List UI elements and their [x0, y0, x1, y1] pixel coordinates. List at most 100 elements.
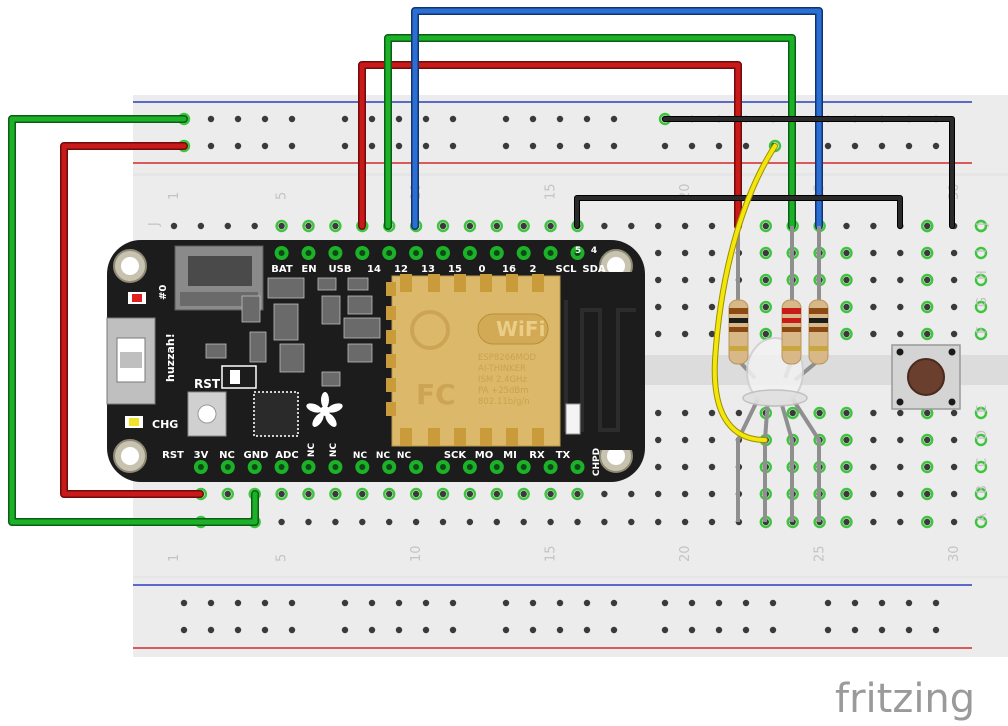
hole: [924, 436, 931, 444]
rail-hole: [583, 115, 591, 123]
hole: [816, 409, 823, 417]
top-pin-label: 16: [502, 264, 516, 275]
hole: [843, 276, 850, 284]
rail-hole: [368, 142, 376, 150]
hole: [924, 518, 931, 526]
hole: [386, 490, 393, 498]
top-pin-label: 2: [530, 264, 537, 275]
bottom-pin-label: GND: [244, 450, 269, 461]
hole: [520, 490, 527, 498]
rail-hole: [207, 626, 215, 634]
rail-hole: [449, 142, 457, 150]
rail-hole: [556, 142, 564, 150]
rail-hole: [261, 142, 269, 150]
hole: [359, 518, 366, 526]
bottom-pin-label: CHPD: [592, 448, 602, 476]
connected-hole: [275, 219, 288, 233]
hole: [332, 222, 339, 230]
hole: [950, 436, 958, 444]
rail-hole: [422, 142, 430, 150]
rail-hole: [207, 599, 215, 607]
connected-hole: [329, 487, 342, 501]
connected-hole: [759, 273, 772, 287]
connected-hole: [840, 487, 853, 501]
rail-hole: [288, 626, 296, 634]
hole: [681, 249, 689, 257]
hole: [843, 463, 850, 471]
hole: [628, 490, 635, 498]
module-label-line: ISM 2.4GHz: [478, 375, 527, 385]
rail-hole: [368, 115, 376, 123]
top-pin-label: 14: [367, 264, 381, 275]
rail-hole: [529, 626, 537, 634]
connected-hole: [302, 487, 315, 501]
rail-hole: [715, 142, 723, 150]
wires: [8, 7, 955, 526]
hole: [924, 463, 931, 471]
column-label-top: 5: [275, 192, 290, 200]
rail-hole: [824, 142, 832, 150]
hole: [224, 490, 231, 498]
top-pin-number: 4: [591, 246, 597, 256]
row-label-right: A: [975, 513, 990, 522]
connected-hole: [974, 219, 988, 233]
rail-hole: [234, 115, 242, 123]
hole: [305, 490, 312, 498]
hole: [950, 249, 958, 257]
rail-hole: [583, 626, 591, 634]
hole: [897, 276, 904, 284]
hole: [789, 409, 796, 417]
hole: [681, 518, 689, 526]
rail-hole: [769, 599, 777, 607]
hole: [332, 518, 339, 526]
connected-hole: [786, 406, 799, 420]
rail-hole: [368, 626, 376, 634]
rail-hole: [610, 626, 618, 634]
rail-hole: [905, 599, 913, 607]
connected-hole: [921, 219, 934, 233]
hole: [870, 436, 877, 444]
hole: [251, 222, 258, 230]
hole: [681, 330, 689, 338]
hole: [897, 436, 904, 444]
hole: [493, 518, 500, 526]
hole: [708, 463, 716, 471]
hole: [843, 222, 850, 230]
resistor-1: [728, 299, 749, 365]
hole: [278, 518, 285, 526]
hole: [305, 222, 312, 230]
top-pin-label: 15: [448, 264, 462, 275]
connected-hole: [436, 487, 450, 501]
hole: [547, 222, 554, 230]
hole: [950, 490, 958, 498]
top-pin-label: 12: [394, 264, 408, 275]
connected-hole: [544, 219, 557, 233]
hole: [843, 518, 850, 526]
push-button: [891, 344, 961, 410]
bottom-pin-label: NC: [329, 443, 339, 458]
column-label-bottom: 30: [947, 545, 962, 562]
hole: [870, 303, 877, 311]
hole: [628, 222, 635, 230]
rail-hole: [932, 142, 940, 150]
hole: [493, 222, 500, 230]
hole: [897, 409, 904, 417]
row-label-right: C: [975, 458, 990, 467]
hole: [924, 276, 931, 284]
top-pin-label: 13: [421, 264, 435, 275]
rail-hole: [261, 115, 269, 123]
connected-hole: [921, 327, 934, 341]
connected-hole: [463, 487, 477, 501]
column-label-bottom: 25: [813, 545, 828, 562]
hole: [547, 490, 554, 498]
top-pin-label: USB: [329, 264, 352, 275]
rail-hole: [742, 142, 750, 150]
hole: [681, 490, 689, 498]
rail-hole: [395, 115, 403, 123]
connected-hole: [974, 246, 988, 260]
hole: [735, 409, 743, 417]
connected-hole: [974, 327, 988, 341]
